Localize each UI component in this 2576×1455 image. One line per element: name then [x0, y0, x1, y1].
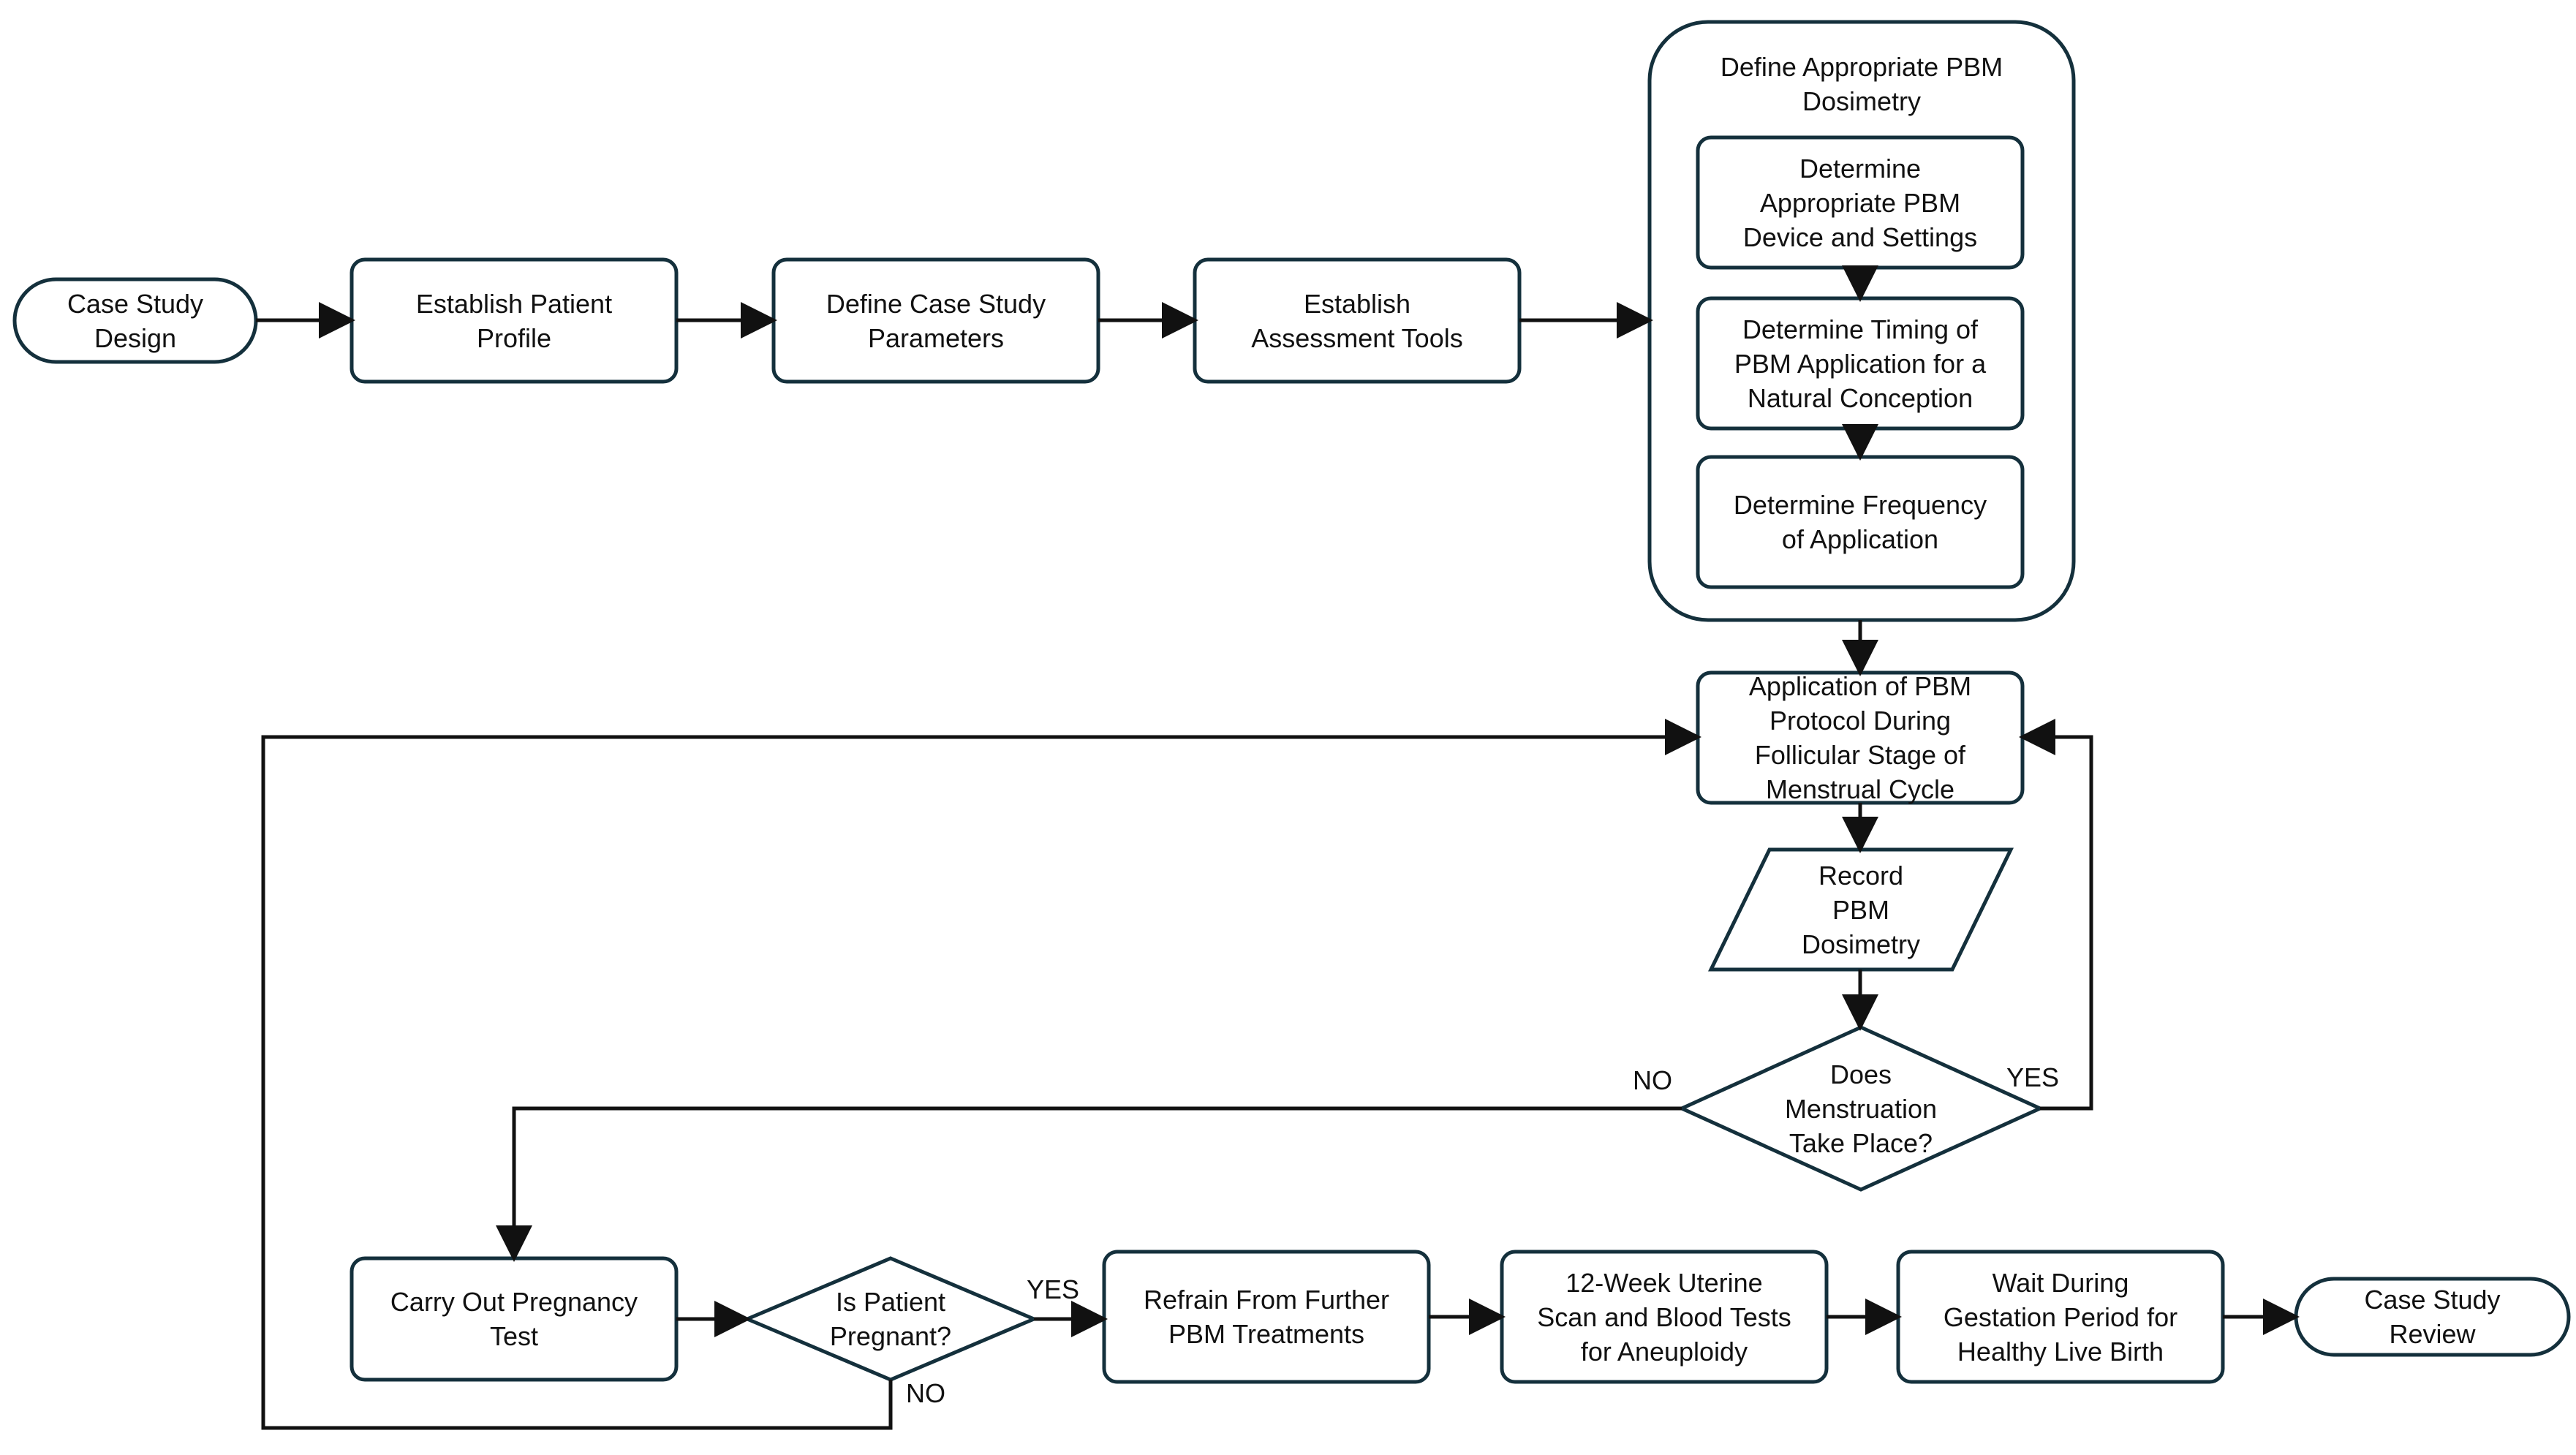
- define-case-study-parameters-line: Parameters: [867, 322, 1005, 353]
- pregnant-decision-line: Is Patient: [835, 1287, 946, 1317]
- menstruation-decision-line: Take Place?: [1789, 1127, 1933, 1158]
- wait-gestation-line: Wait During: [1992, 1267, 2129, 1298]
- application-of-protocol-line: Menstrual Cycle: [1765, 774, 1955, 804]
- determine-timing-line: PBM Application for a: [1734, 348, 1987, 379]
- establish-assessment-tools-line: Establish: [1303, 288, 1411, 319]
- wait-gestation-line: Healthy Live Birth: [1957, 1336, 2164, 1367]
- pregnancy-test-line: Test: [489, 1321, 538, 1351]
- edge-label-menstruation-yes: YES: [2006, 1062, 2060, 1092]
- determine-frequency-line: of Application: [1781, 524, 1939, 554]
- case-study-review-line: Review: [2389, 1319, 2476, 1349]
- determine-timing-line: Determine Timing of: [1742, 314, 1979, 344]
- edge-menstruation-yes: [2019, 719, 2093, 1111]
- determine-frequency-label: Determine Frequency of Application: [1698, 457, 2022, 587]
- edge-label-pregnant-no: NO: [906, 1377, 945, 1408]
- pregnant-decision-line: Pregnant?: [829, 1321, 952, 1351]
- define-case-study-parameters-line: Define Case Study: [826, 288, 1046, 319]
- record-dosimetry-shape: [1707, 847, 2014, 972]
- determine-device-settings-line: Determine: [1799, 153, 1922, 184]
- define-dosimetry-group-line: Dosimetry: [1802, 86, 1922, 116]
- determine-timing-line: Natural Conception: [1747, 382, 1973, 413]
- establish-assessment-tools-line: Assessment Tools: [1251, 322, 1463, 353]
- case-study-design-line: Design: [94, 322, 177, 353]
- uterine-scan-line: for Aneuploidy: [1580, 1336, 1748, 1367]
- wait-gestation-line: Gestation Period for: [1943, 1301, 2178, 1332]
- case-study-design-line: Case Study: [67, 288, 204, 319]
- menstruation-decision-line: Menstruation: [1784, 1093, 1938, 1124]
- pregnancy-test-line: Carry Out Pregnancy: [390, 1287, 638, 1317]
- record-dosimetry-line: Dosimetry: [1801, 929, 1921, 959]
- determine-device-settings-line: Device and Settings: [1742, 222, 1978, 252]
- refrain-treatments-line: Refrain From Further: [1143, 1285, 1390, 1315]
- edge-label-pregnant-yes: YES: [1026, 1274, 1080, 1304]
- determine-device-settings-line: Appropriate PBM: [1759, 187, 1961, 218]
- establish-patient-profile-line: Profile: [476, 322, 552, 353]
- uterine-scan-line: 12-Week Uterine: [1565, 1267, 1763, 1298]
- edge-pregnant-no: [261, 719, 1701, 1430]
- determine-frequency-line: Determine Frequency: [1733, 490, 1987, 520]
- edge-menstruation-no: [496, 1106, 1682, 1262]
- determine-timing-label: Determine Timing of PBM Application for a…: [1698, 298, 2022, 428]
- application-of-protocol-line: Protocol During: [1769, 706, 1952, 736]
- application-of-protocol-line: Follicular Stage of: [1754, 740, 1966, 770]
- case-study-review-line: Case Study: [2364, 1285, 2501, 1315]
- uterine-scan-line: Scan and Blood Tests: [1537, 1301, 1791, 1332]
- edge-label-menstruation-no: NO: [1633, 1065, 1672, 1095]
- define-dosimetry-group-line: Define Appropriate PBM: [1720, 52, 2003, 82]
- record-dosimetry-line: PBM: [1832, 894, 1889, 925]
- menstruation-decision-line: Does: [1829, 1059, 1892, 1089]
- define-dosimetry-group-label: Define Appropriate PBM Dosimetry: [1650, 44, 2074, 124]
- record-dosimetry-line: Record: [1818, 860, 1904, 891]
- menstruation-decision-shape: [1677, 1025, 2045, 1192]
- establish-patient-profile-line: Establish Patient: [415, 288, 613, 319]
- refrain-treatments-line: PBM Treatments: [1168, 1319, 1365, 1349]
- application-of-protocol-line: Application of PBM: [1748, 671, 1972, 701]
